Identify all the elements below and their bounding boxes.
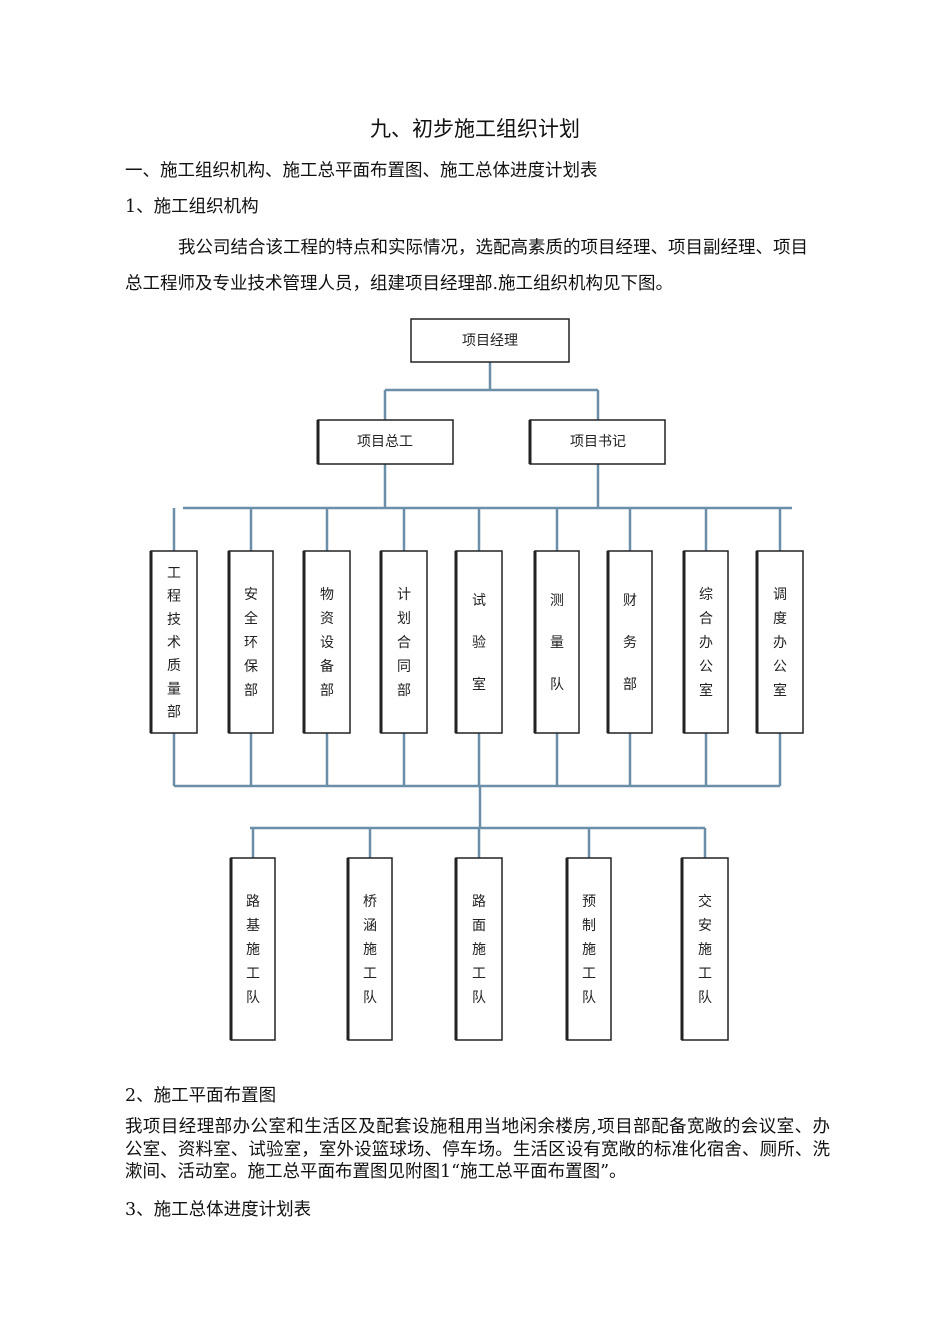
top-box-project-manager	[410, 318, 570, 363]
team-label: 交安施工队	[698, 893, 712, 1006]
org-chart-boxes	[149, 318, 804, 1041]
dept-box	[455, 550, 503, 734]
dept-label: 调度办公室	[773, 587, 787, 699]
dept-label: 试验室	[472, 593, 486, 693]
subsection-heading-org: 1、施工组织机构	[125, 197, 259, 217]
top-box-label: 项目经理	[462, 333, 518, 349]
org-chart-connectors	[172, 362, 792, 858]
dept-box	[303, 550, 351, 734]
second-box-chief-engineer	[317, 419, 454, 465]
team-label: 预制施工队	[582, 894, 596, 1006]
team-box	[681, 857, 729, 1041]
section-heading: 一、施工组织机构、施工总平面布置图、施工总体进度计划表	[125, 161, 598, 181]
subsection-heading-layout: 2、施工平面布置图	[125, 1086, 277, 1106]
dept-box	[150, 550, 198, 734]
page-title: 九、初步施工组织计划	[370, 117, 580, 141]
team-box	[566, 857, 612, 1041]
second-box-label: 项目总工	[357, 434, 413, 450]
second-box-label: 项目书记	[570, 434, 626, 450]
dept-box	[756, 550, 804, 734]
dept-label: 工程技术质量部	[167, 566, 181, 721]
team-box	[347, 857, 393, 1041]
dept-label: 物资设备部	[320, 587, 334, 699]
team-label: 路基施工队	[246, 894, 260, 1006]
dept-label: 计划合同部	[397, 587, 411, 699]
second-box-party-secretary	[529, 419, 666, 465]
dept-label: 测量队	[550, 593, 564, 693]
dept-label: 安全环保部	[244, 587, 258, 699]
org-paragraph: 我公司结合该工程的特点和实际情况，选配高素质的项目经理、项目副经理、项目总工程师…	[125, 238, 808, 294]
subsection-heading-schedule: 3、施工总体进度计划表	[125, 1200, 312, 1220]
team-label: 路面施工队	[472, 894, 486, 1006]
dept-label: 财务部	[623, 593, 637, 693]
dept-label: 综合办公室	[699, 587, 713, 699]
layout-paragraph: 我项目经理部办公室和生活区及配套设施租用当地闲余楼房,项目部配备宽敞的会议室、办…	[125, 1117, 830, 1182]
dept-box	[228, 550, 274, 734]
team-label: 桥涵施工队	[363, 894, 377, 1006]
team-box	[230, 857, 276, 1041]
dept-box	[607, 550, 653, 734]
